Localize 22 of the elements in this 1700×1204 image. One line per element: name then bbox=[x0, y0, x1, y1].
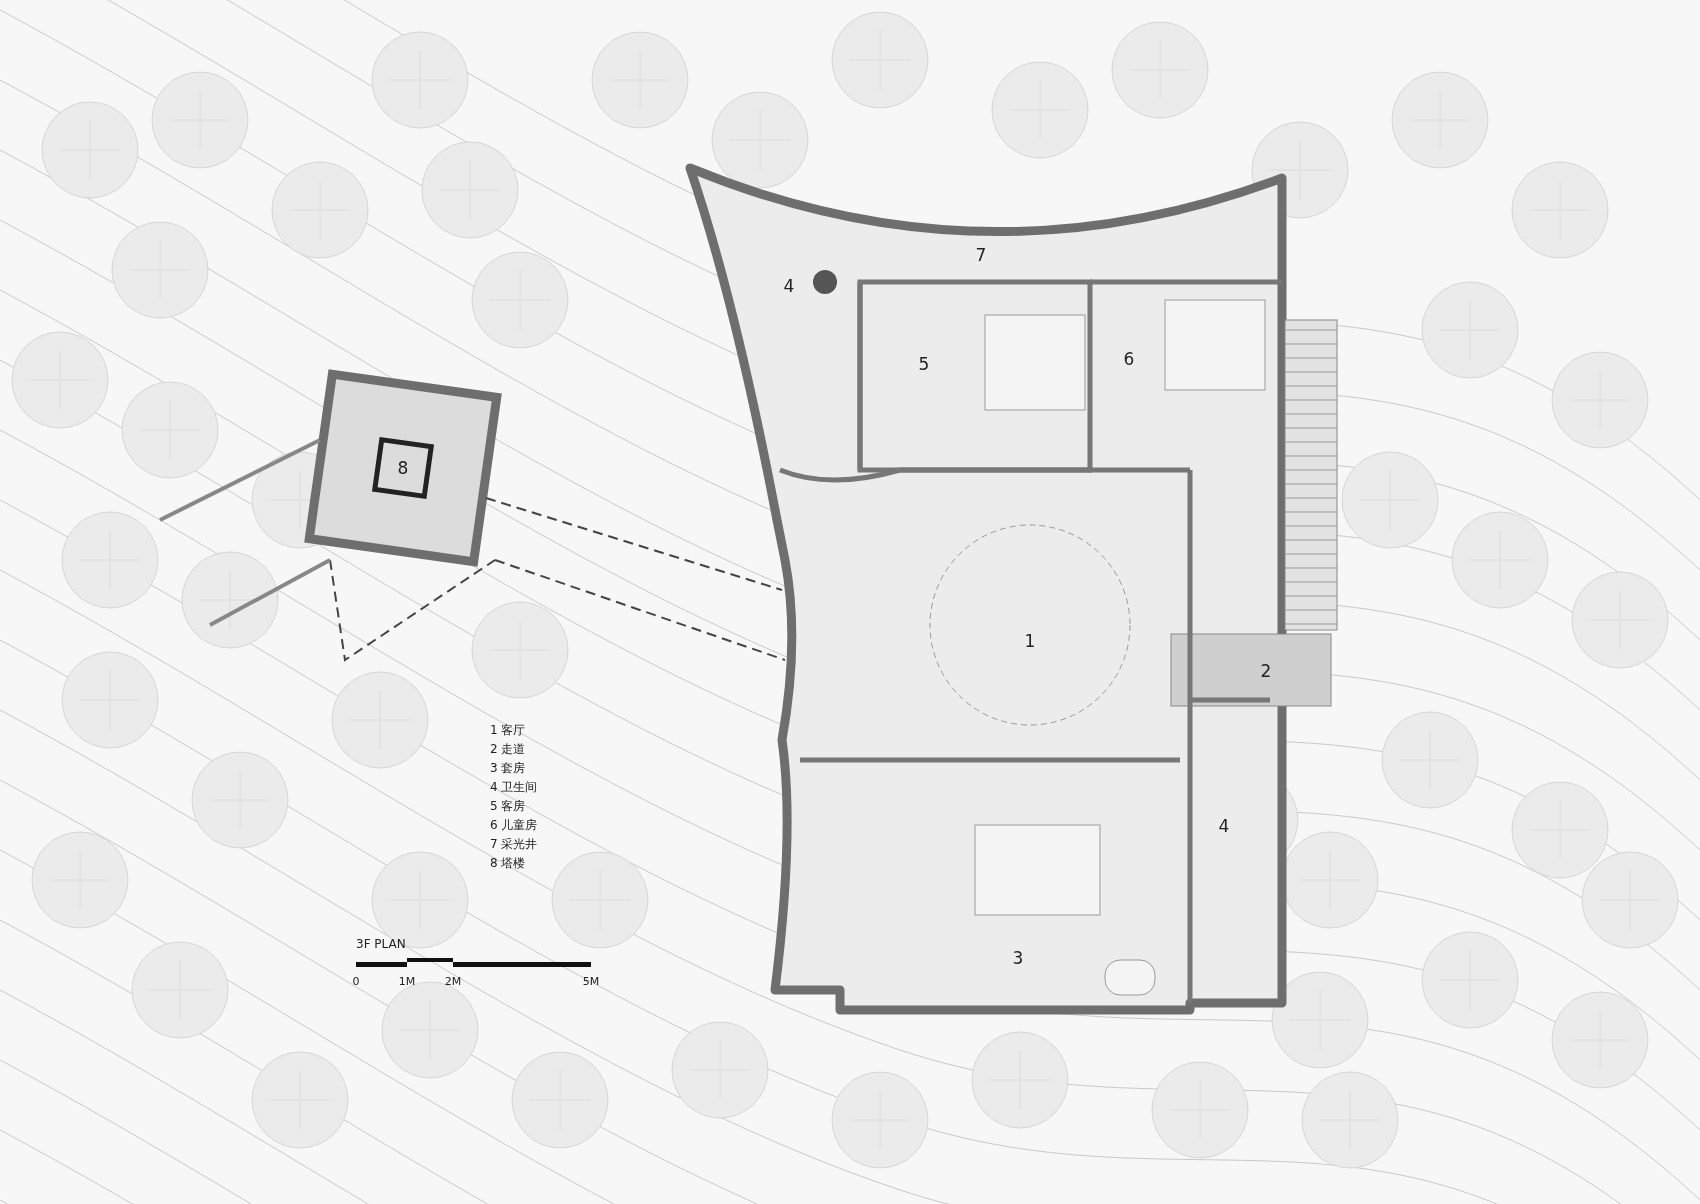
scale-label: 1M bbox=[398, 976, 416, 987]
room-number: 5 bbox=[918, 355, 930, 373]
room-number: 2 bbox=[1260, 662, 1272, 680]
room-number: 8 bbox=[397, 459, 409, 477]
legend-text: 2 走道 bbox=[490, 743, 526, 755]
room-number: 4 bbox=[1218, 817, 1230, 835]
scale-label: 5M bbox=[582, 976, 600, 987]
scale-label: 2M bbox=[444, 976, 462, 987]
legend-text: 7 采光井 bbox=[490, 838, 538, 850]
legend-text: 1 客厅 bbox=[490, 724, 526, 736]
room-number: 3 bbox=[1012, 949, 1024, 967]
plan-title: 3F PLAN bbox=[356, 938, 406, 950]
room-number: 6 bbox=[1123, 350, 1135, 368]
legend-text: 4 卫生间 bbox=[490, 781, 538, 793]
scale-label: 0 bbox=[352, 976, 360, 987]
room-number: 1 bbox=[1024, 632, 1036, 650]
legend-text: 5 客房 bbox=[490, 800, 526, 812]
room-number: 4 bbox=[783, 277, 795, 295]
legend-text: 3 套房 bbox=[490, 762, 526, 774]
legend-text: 6 儿童房 bbox=[490, 819, 538, 831]
room-number: 7 bbox=[975, 246, 987, 264]
legend-text: 8 塔楼 bbox=[490, 857, 526, 869]
